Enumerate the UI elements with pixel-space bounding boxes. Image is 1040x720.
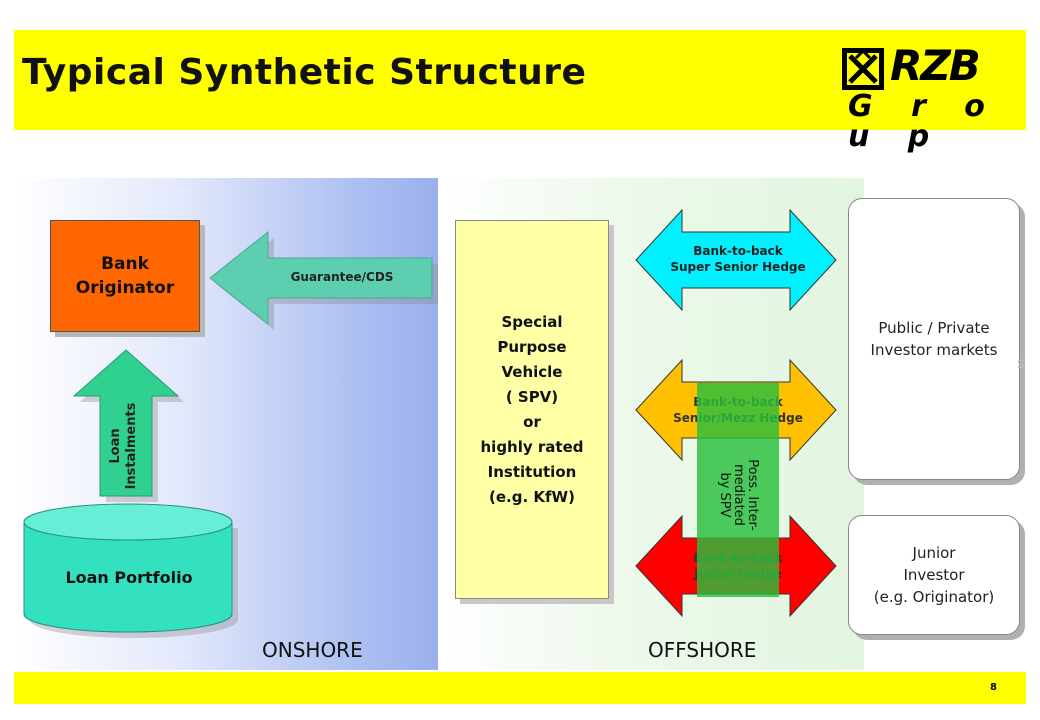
spv-box: Special Purpose Vehicle ( SPV) or highly… [455, 220, 609, 599]
onshore-label: ONSHORE [262, 638, 363, 662]
super-senior-hedge-arrow [635, 208, 837, 312]
super-senior-hedge-label: Bank-to-back Super Senior Hedge [670, 244, 806, 274]
mediated-overlay [697, 383, 779, 597]
page-number: 8 [990, 682, 997, 693]
rzb-logo-icon [842, 48, 884, 90]
offshore-label: OFFSHORE [648, 638, 757, 662]
loan-instalments-label: Loan Instalments [108, 402, 139, 490]
logo-word: RZB [890, 41, 981, 90]
public-investor-box: Public / Private Investor markets [848, 198, 1020, 480]
loan-portfolio-label: Loan Portfolio [65, 568, 193, 587]
ghost-text: s [1017, 354, 1025, 372]
slide-title: Typical Synthetic Structure [22, 52, 587, 93]
instalments-arrow [72, 349, 180, 497]
mediated-label: Poss. Inter- mediated by SPV [717, 459, 760, 531]
footer-bar [14, 672, 1026, 704]
loan-portfolio-cylinder [23, 503, 238, 638]
junior-investor-box: Junior Investor (e.g. Originator) [848, 515, 1020, 635]
bank-originator-box: Bank Originator [50, 220, 200, 332]
guarantee-arrow [209, 230, 433, 326]
logo-group-text: G r o u p [848, 89, 999, 154]
guarantee-label: Guarantee/CDS [290, 270, 394, 284]
